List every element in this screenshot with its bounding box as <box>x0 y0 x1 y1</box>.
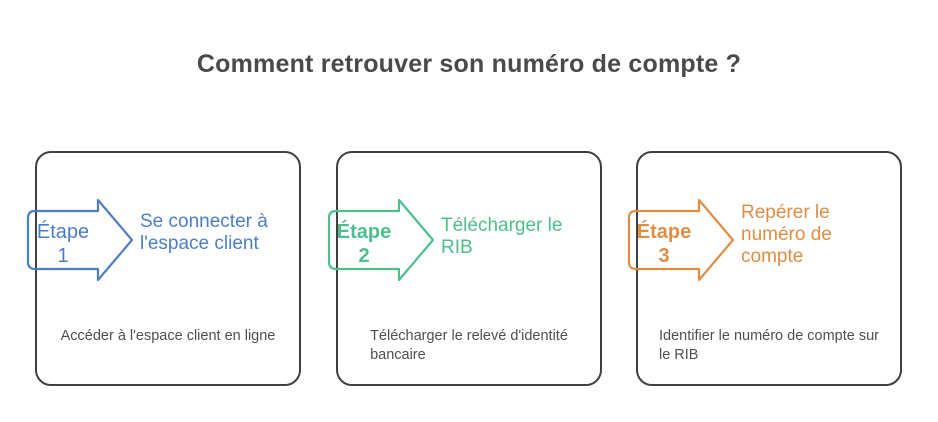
step-description-container: Accéder à l'espace client en ligne <box>47 327 289 346</box>
step-description: Identifier le numéro de compte sur le RI… <box>658 328 880 363</box>
step-description-container: Identifier le numéro de compte sur le RI… <box>648 327 890 365</box>
right-arrow-outline-shape <box>627 198 735 282</box>
right-arrow-outline-shape <box>327 198 435 282</box>
step-badge-number: 3 <box>658 245 669 267</box>
step-badge-number: 2 <box>358 245 369 267</box>
step-badge-word: Étape <box>637 220 691 243</box>
step-title: Télécharger le RIB <box>441 215 563 258</box>
step-description-container: Télécharger le relevé d'identité bancair… <box>348 327 590 365</box>
step-badge-word: Étape <box>37 220 89 243</box>
step-card-1: Étape 1 Se connecter à l'espace client A… <box>26 151 301 386</box>
step-arrow-icon: Étape 2 <box>327 198 435 282</box>
step-card-3: Étape 3 Repérer le numéro de compte Iden… <box>627 151 902 386</box>
step-card-2: Étape 2 Télécharger le RIB Télécharger l… <box>327 151 602 386</box>
step-title: Se connecter à l'espace client <box>140 211 268 254</box>
step-badge-word: Étape <box>337 220 391 243</box>
page-title: Comment retrouver son numéro de compte ? <box>196 50 742 78</box>
step-arrow-icon: Étape 3 <box>627 198 735 282</box>
step-arrow-icon: Étape 1 <box>26 198 134 282</box>
right-arrow-outline-shape <box>26 198 134 282</box>
step-description: Accéder à l'espace client en ligne <box>60 328 276 344</box>
step-description: Télécharger le relevé d'identité bancair… <box>370 328 568 363</box>
step-badge-number: 1 <box>57 245 68 267</box>
step-title: Repérer le numéro de compte <box>741 202 832 267</box>
